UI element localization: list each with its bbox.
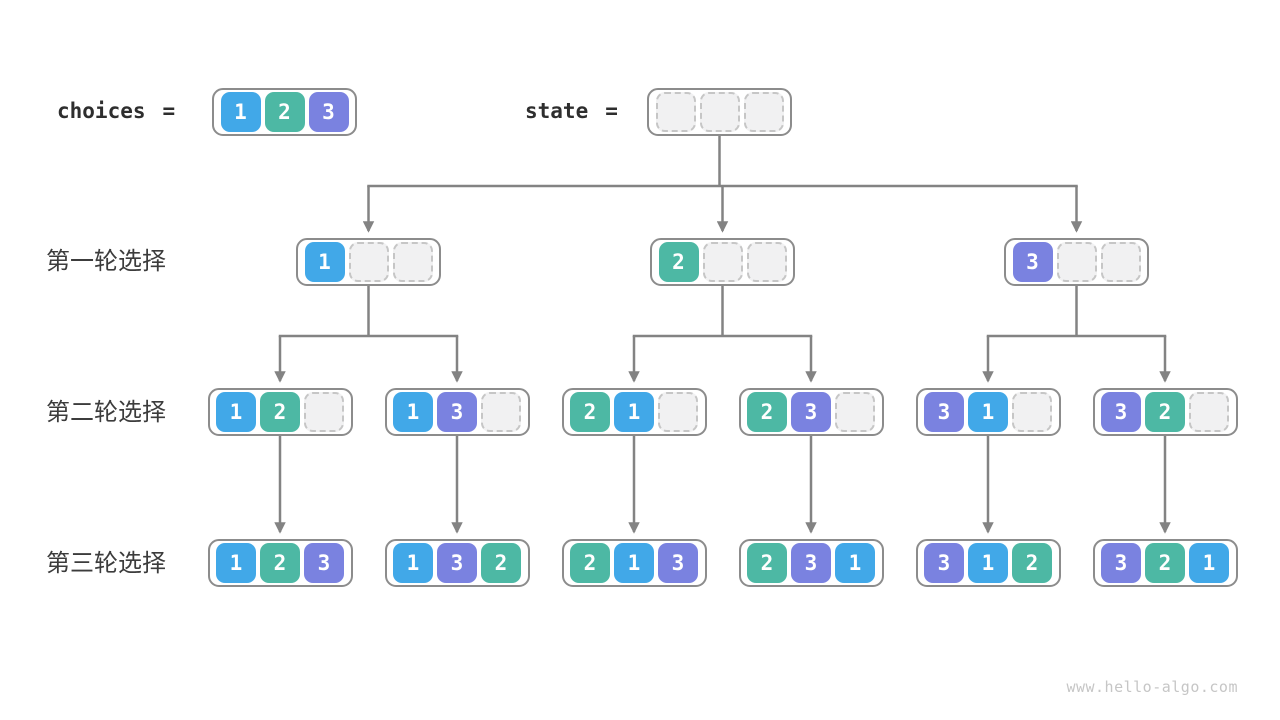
empty-cell (699, 92, 740, 132)
choice-cell-1: 1 (216, 392, 256, 432)
choice-cell-3: 3 (924, 392, 964, 432)
choice-cell-3: 3 (924, 543, 964, 583)
empty-cell (746, 242, 787, 282)
empty-cell (348, 242, 389, 282)
choice-cell-1: 1 (393, 392, 433, 432)
choice-cell-2: 2 (264, 92, 305, 132)
choice-cell-3: 3 (658, 543, 698, 583)
round-1-row-label: 第一轮选择 (46, 248, 166, 275)
empty-cell (481, 392, 521, 432)
choice-cell-2: 2 (1145, 543, 1185, 583)
choice-cell-1: 1 (393, 543, 433, 583)
choices-label: choices = (57, 88, 175, 134)
choice-cell-1: 1 (614, 543, 654, 583)
choices-equals-sign: = (162, 99, 176, 123)
watermark: www.hello-algo.com (1066, 678, 1238, 696)
choice-cell-2: 2 (260, 543, 300, 583)
choice-cell-1: 1 (1189, 543, 1229, 583)
choice-cell-2: 2 (747, 392, 787, 432)
state-label: state = (525, 88, 618, 134)
empty-cell (1012, 392, 1052, 432)
choice-cell-3: 3 (791, 392, 831, 432)
choice-cell-2: 2 (570, 543, 610, 583)
choice-cell-1: 1 (216, 543, 256, 583)
choice-cell-3: 3 (791, 543, 831, 583)
empty-cell (658, 392, 698, 432)
empty-cell (743, 92, 784, 132)
empty-cell (1056, 242, 1097, 282)
round-2-row-label: 第二轮选择 (46, 399, 166, 426)
empty-cell (1189, 392, 1229, 432)
choice-cell-1: 1 (220, 92, 261, 132)
state-array (647, 88, 792, 136)
tree-node-round1-1__: 1 (296, 238, 441, 286)
empty-cell (835, 392, 875, 432)
empty-cell (655, 92, 696, 132)
choice-cell-2: 2 (260, 392, 300, 432)
choice-cell-3: 3 (437, 392, 477, 432)
choice-cell-2: 2 (1012, 543, 1052, 583)
choice-cell-3: 3 (1101, 543, 1141, 583)
choice-cell-3: 3 (1012, 242, 1053, 282)
choice-cell-3: 3 (1101, 392, 1141, 432)
empty-cell (1100, 242, 1141, 282)
choice-cell-3: 3 (304, 543, 344, 583)
choice-cell-2: 2 (570, 392, 610, 432)
choice-cell-2: 2 (1145, 392, 1185, 432)
choice-cell-1: 1 (835, 543, 875, 583)
tree-node-round1-2__: 2 (650, 238, 795, 286)
choices-label-text: choices (57, 99, 146, 123)
choice-cell-3: 3 (437, 543, 477, 583)
choice-cell-1: 1 (968, 543, 1008, 583)
choice-cell-3: 3 (308, 92, 349, 132)
choice-cell-2: 2 (747, 543, 787, 583)
choice-cell-1: 1 (968, 392, 1008, 432)
empty-cell (392, 242, 433, 282)
tree-node-round1-3__: 3 (1004, 238, 1149, 286)
choice-cell-1: 1 (614, 392, 654, 432)
state-label-text: state (525, 99, 589, 123)
empty-cell (304, 392, 344, 432)
round-3-row-label: 第三轮选择 (46, 550, 166, 577)
choice-cell-2: 2 (658, 242, 699, 282)
state-equals-sign: = (605, 99, 618, 123)
empty-cell (702, 242, 743, 282)
choice-cell-1: 1 (304, 242, 345, 282)
choice-cell-2: 2 (481, 543, 521, 583)
